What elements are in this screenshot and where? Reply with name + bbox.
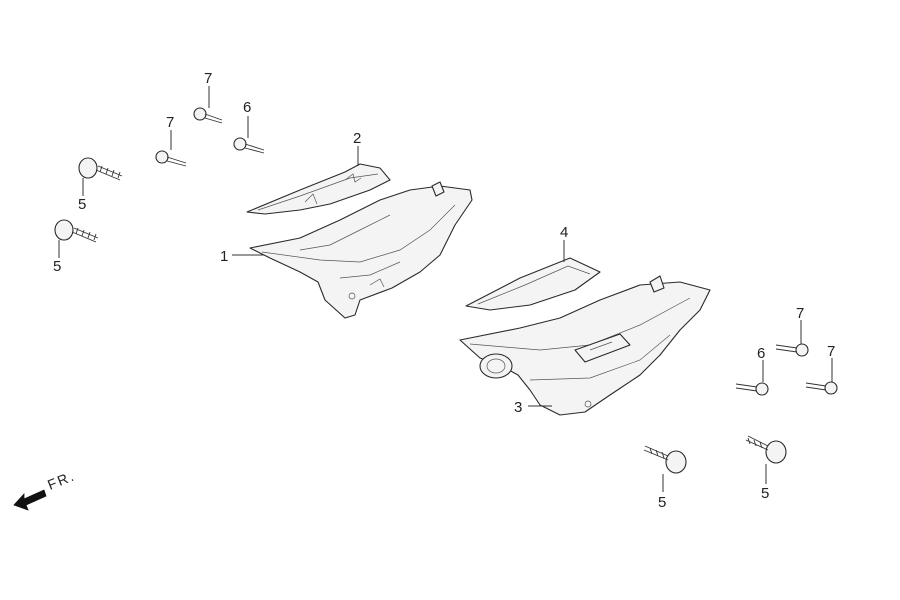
screw-6-left [233, 137, 265, 154]
callout-bolt-5-lower-left: 5 [53, 258, 61, 275]
bolt-5-upper-left [78, 157, 123, 181]
screw-7-right-upper [775, 343, 809, 357]
callout-part-2: 2 [353, 130, 361, 147]
screw-7-left [155, 150, 187, 167]
front-direction-indicator: FR. [13, 467, 78, 511]
leader-lines [58, 86, 833, 492]
part-1-left-side-cover [249, 181, 473, 319]
front-arrow-icon [13, 489, 47, 511]
part-2-left-inner-panel [246, 163, 391, 215]
screw-7-top [193, 107, 223, 124]
bolt-5-lower-right [745, 435, 787, 464]
screw-6-right [735, 382, 769, 396]
callout-screw-6-left: 6 [243, 99, 251, 116]
callout-bolt-5-lower-middle: 5 [658, 494, 666, 511]
bolt-5-lower-left [54, 219, 99, 243]
part-3-right-side-cover [459, 275, 711, 416]
callout-bolt-5-lower-right: 5 [761, 485, 769, 502]
callout-screw-7-right-upper: 7 [796, 305, 804, 322]
callout-screw-7-left: 7 [166, 114, 174, 131]
front-label: FR. [45, 467, 77, 493]
callout-part-3: 3 [514, 399, 522, 416]
callout-screw-7-right-lower: 7 [827, 343, 835, 360]
bolt-5-lower-middle [643, 445, 687, 474]
part-4-right-inner-panel [465, 257, 601, 311]
callout-part-4: 4 [560, 224, 568, 241]
callout-part-1: 1 [220, 248, 228, 265]
callout-screw-7-top: 7 [204, 70, 212, 87]
callout-bolt-5-upper-left: 5 [78, 196, 86, 213]
screw-7-right-lower [805, 381, 838, 395]
callout-screw-6-right: 6 [757, 345, 765, 362]
